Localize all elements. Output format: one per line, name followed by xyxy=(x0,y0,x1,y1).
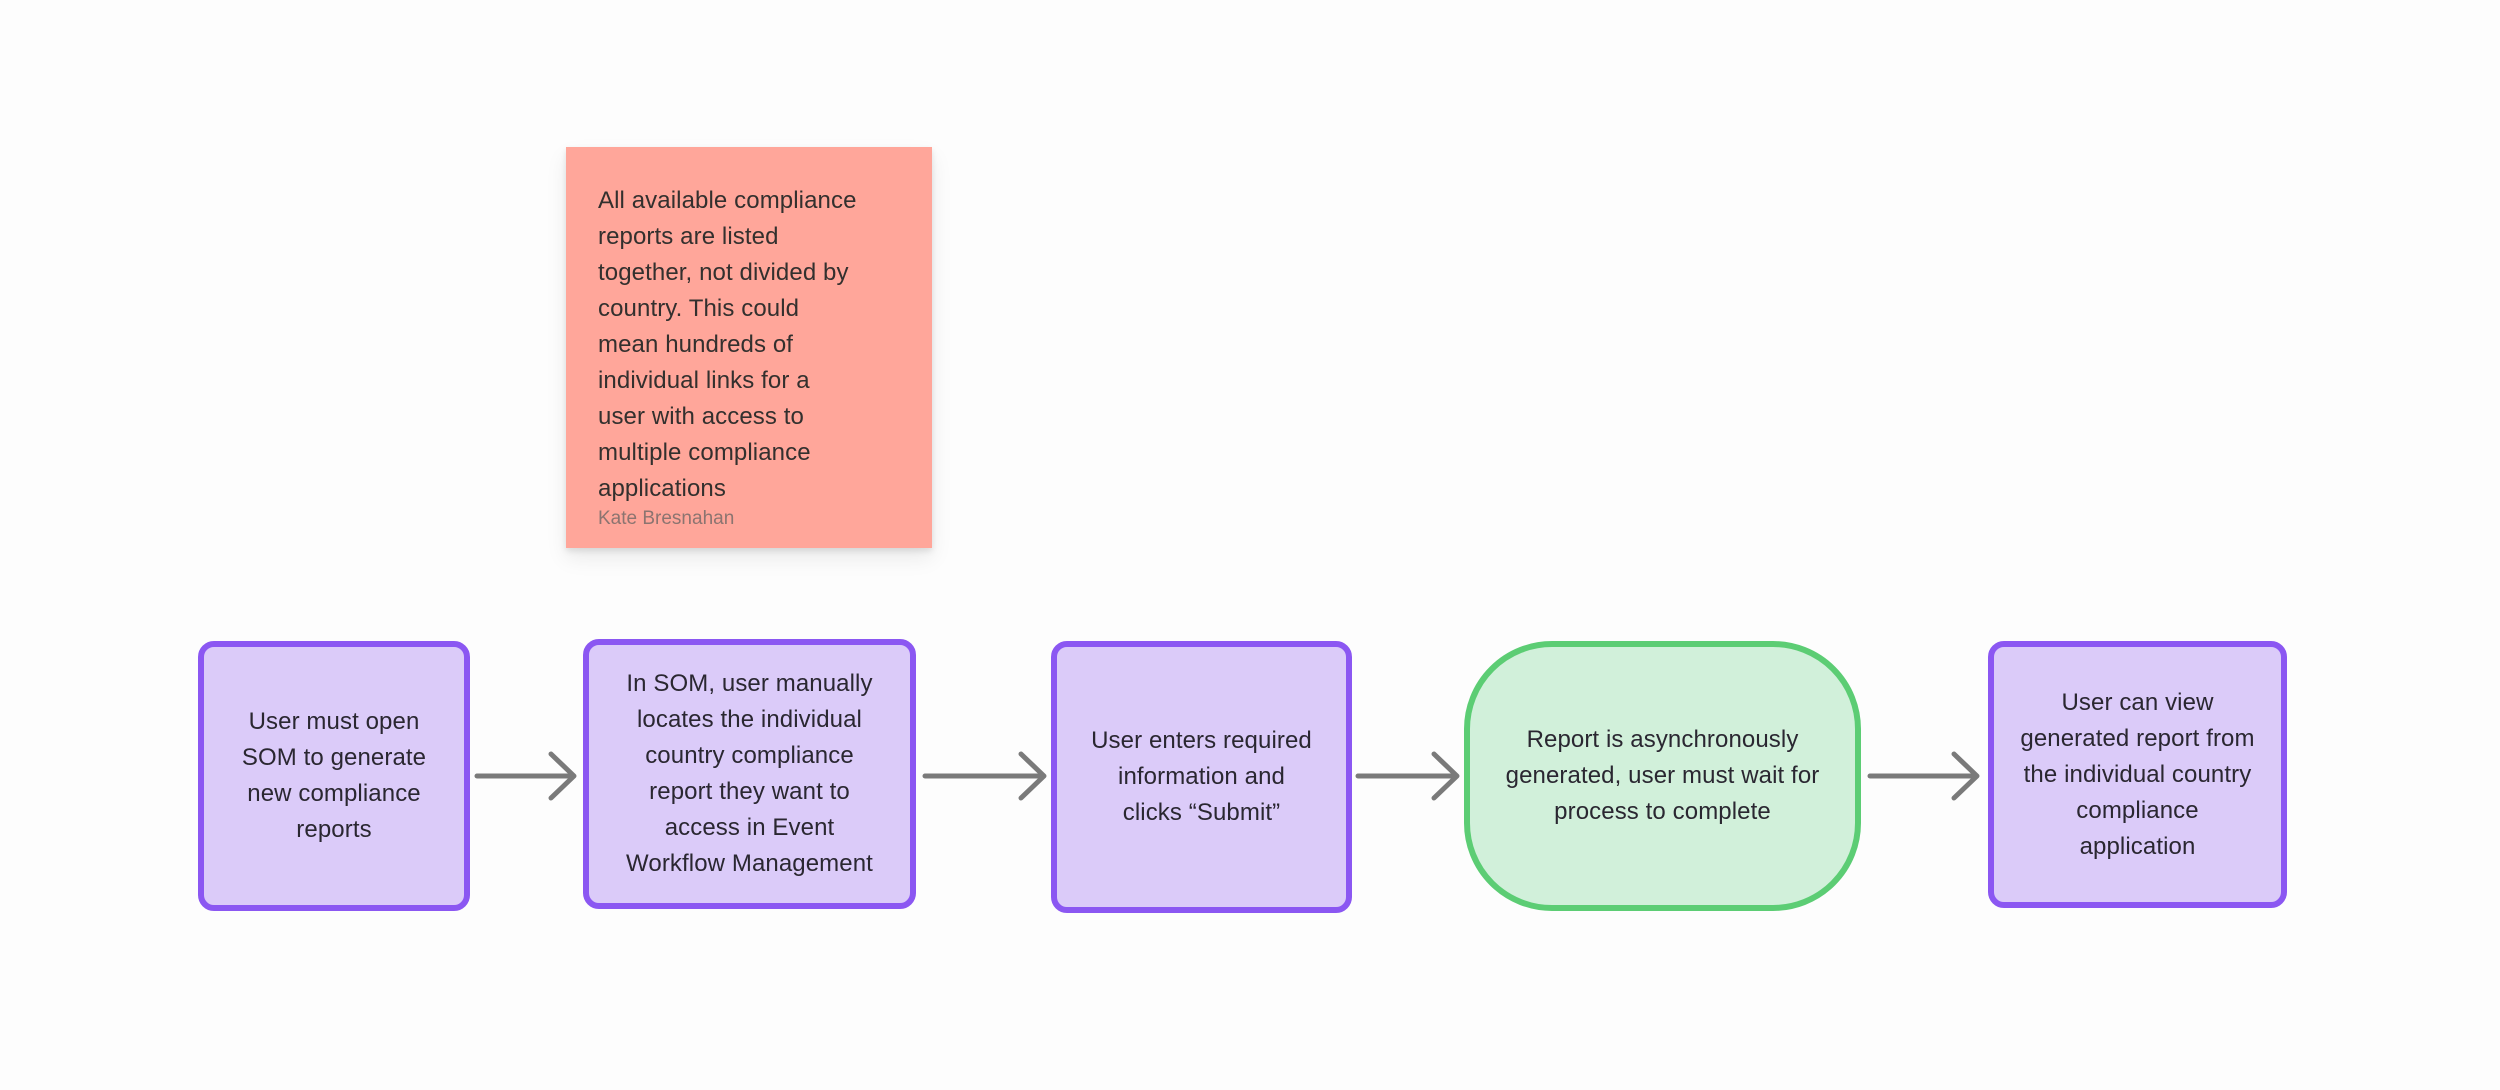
flow-node-label: User enters required information and cli… xyxy=(1091,727,1312,826)
flow-arrow-4[interactable] xyxy=(1867,746,1981,806)
flow-node-step-4[interactable]: Report is asynchronously generated, user… xyxy=(1464,641,1861,911)
flow-arrow-1[interactable] xyxy=(474,746,578,806)
flow-arrow-2[interactable] xyxy=(922,746,1048,806)
flow-node-label: Report is asynchronously generated, user… xyxy=(1505,726,1820,825)
flow-arrow-3[interactable] xyxy=(1355,746,1461,806)
flow-node-label: User can view generated report from the … xyxy=(2020,688,2255,860)
sticky-note-author: Kate Bresnahan xyxy=(598,508,735,529)
flow-node-label: In SOM, user manually locates the indivi… xyxy=(626,670,873,877)
flow-node-step-5[interactable]: User can view generated report from the … xyxy=(1988,641,2287,908)
flow-node-step-2[interactable]: In SOM, user manually locates the indivi… xyxy=(583,639,916,909)
sticky-note-text: All available compliance reports are lis… xyxy=(598,187,857,502)
flow-node-step-3[interactable]: User enters required information and cli… xyxy=(1051,641,1352,913)
flow-node-label: User must open SOM to generate new compl… xyxy=(241,708,427,843)
sticky-note[interactable]: All available compliance reports are lis… xyxy=(566,147,932,548)
flow-node-step-1[interactable]: User must open SOM to generate new compl… xyxy=(198,641,470,911)
